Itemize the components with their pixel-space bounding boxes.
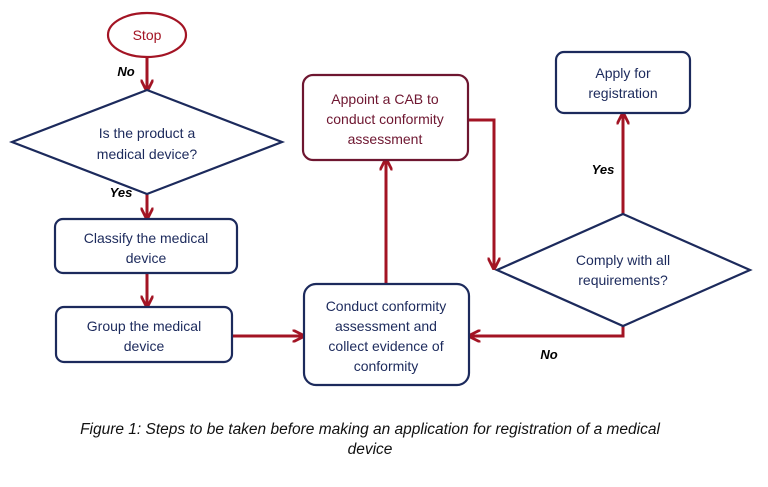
group-line-2: device (124, 338, 165, 354)
classify-line-2: device (126, 250, 167, 266)
conduct-line-3: collect evidence of (328, 338, 443, 354)
label-yes-left: Yes (110, 185, 133, 200)
process-appoint-cab: Appoint a CAB to conduct conformity asse… (301, 73, 470, 162)
apply-line-1: Apply for (595, 65, 651, 81)
decision-line-1: Is the product a (99, 125, 196, 141)
caption-line-1: Figure 1: Steps to be taken before makin… (80, 421, 660, 438)
connectors (147, 57, 623, 336)
stop-shape (106, 11, 188, 59)
decision-shape (8, 88, 286, 196)
classify-line-1: Classify the medical (84, 230, 209, 246)
conduct-line-4: conformity (354, 358, 419, 374)
decision-is-medical-device: Is the product a medical device? (8, 88, 286, 196)
apply-line-2: registration (588, 85, 657, 101)
conduct-shape (302, 282, 471, 387)
decision-comply: Comply with all requirements? (494, 212, 753, 328)
label-no-top: No (117, 64, 134, 79)
arrow-cab-to-comply (468, 118, 494, 268)
process-group: Group the medical device (54, 305, 234, 364)
appoint-cab-line-1: Appoint a CAB to (331, 91, 439, 107)
conduct-line-1: Conduct conformity (326, 298, 447, 314)
stop-node: Stop (106, 11, 188, 59)
comply-line-2: requirements? (578, 272, 668, 288)
apply-shape (554, 50, 692, 115)
process-classify: Classify the medical device (53, 217, 239, 275)
comply-shape (494, 212, 753, 328)
group-line-1: Group the medical (87, 318, 201, 334)
label-yes-right: Yes (592, 162, 615, 177)
figure-caption: Figure 1: Steps to be taken before makin… (20, 420, 720, 460)
label-no-right: No (540, 347, 557, 362)
appoint-cab-line-3: assessment (348, 131, 423, 147)
process-conduct-conformity: Conduct conformity assessment and collec… (302, 282, 471, 387)
classify-shape (53, 217, 239, 275)
appoint-cab-shape (301, 73, 470, 162)
arrow-comply-no-to-conduct (470, 326, 625, 336)
comply-line-1: Comply with all (576, 252, 670, 268)
caption-line-2: device (347, 441, 393, 458)
group-shape (54, 305, 234, 364)
flowchart: Stop Is the product a medical device? Cl… (8, 11, 753, 387)
conduct-line-2: assessment and (335, 318, 437, 334)
appoint-cab-line-2: conduct conformity (326, 111, 444, 127)
process-apply-registration: Apply for registration (554, 50, 692, 115)
stop-label: Stop (133, 27, 162, 43)
decision-line-2: medical device? (97, 146, 198, 162)
